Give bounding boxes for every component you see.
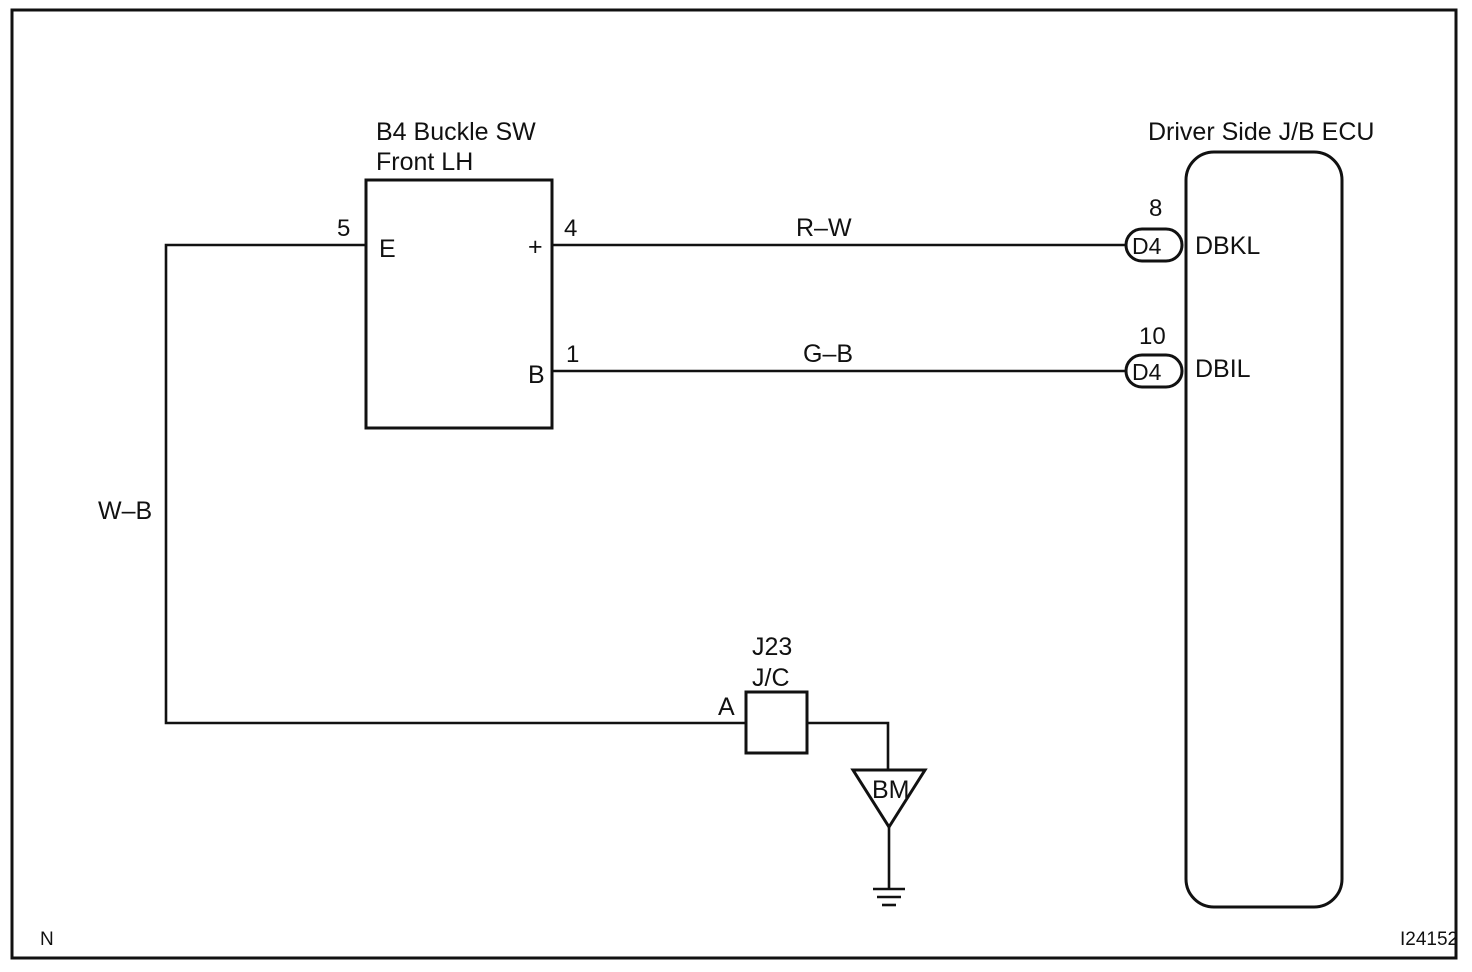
pin-b-label: B	[528, 361, 545, 389]
wire-r-w-label: R–W	[796, 214, 852, 242]
ecu-terminal-1-name: DBKL	[1195, 232, 1260, 260]
buckle-switch-box	[364, 178, 554, 430]
ecu-terminal-1-number: 8	[1149, 195, 1162, 222]
diagram-frame	[10, 8, 1458, 960]
ground-point-triangle	[850, 768, 928, 830]
pin-e-label: E	[379, 235, 396, 263]
connector-d4-upper	[1124, 227, 1184, 263]
ecu-title: Driver Side J/B ECU	[1148, 118, 1374, 146]
wire-to-ground-point	[807, 721, 890, 770]
pin-b-number: 1	[566, 341, 579, 368]
wire-w-b	[164, 243, 746, 725]
junction-connector-j23	[744, 690, 809, 755]
ecu-box	[1184, 150, 1344, 909]
junction-type: J/C	[752, 664, 790, 692]
wire-w-b-label: W–B	[98, 497, 152, 525]
wire-g-b-label: G–B	[803, 340, 853, 368]
connector-d4-upper-label: D4	[1132, 233, 1162, 259]
ecu-terminal-2-name: DBIL	[1195, 355, 1251, 383]
buckle-switch-title: B4 Buckle SW	[376, 118, 536, 146]
connector-d4-lower-label: D4	[1132, 359, 1162, 385]
connector-d4-lower	[1124, 353, 1184, 389]
ecu-terminal-2-number: 10	[1139, 323, 1166, 350]
junction-pin: A	[718, 693, 735, 721]
pin-e-number: 5	[337, 215, 350, 242]
pin-plus-label: +	[528, 233, 543, 261]
junction-name: J23	[752, 633, 792, 661]
buckle-switch-subtitle: Front LH	[376, 148, 473, 176]
pin-plus-number: 4	[564, 215, 577, 242]
footer-right-code: I24152	[1400, 929, 1458, 950]
ground-icon	[873, 887, 905, 907]
footer-left-code: N	[40, 929, 54, 950]
ground-point-label: BM	[872, 776, 910, 804]
